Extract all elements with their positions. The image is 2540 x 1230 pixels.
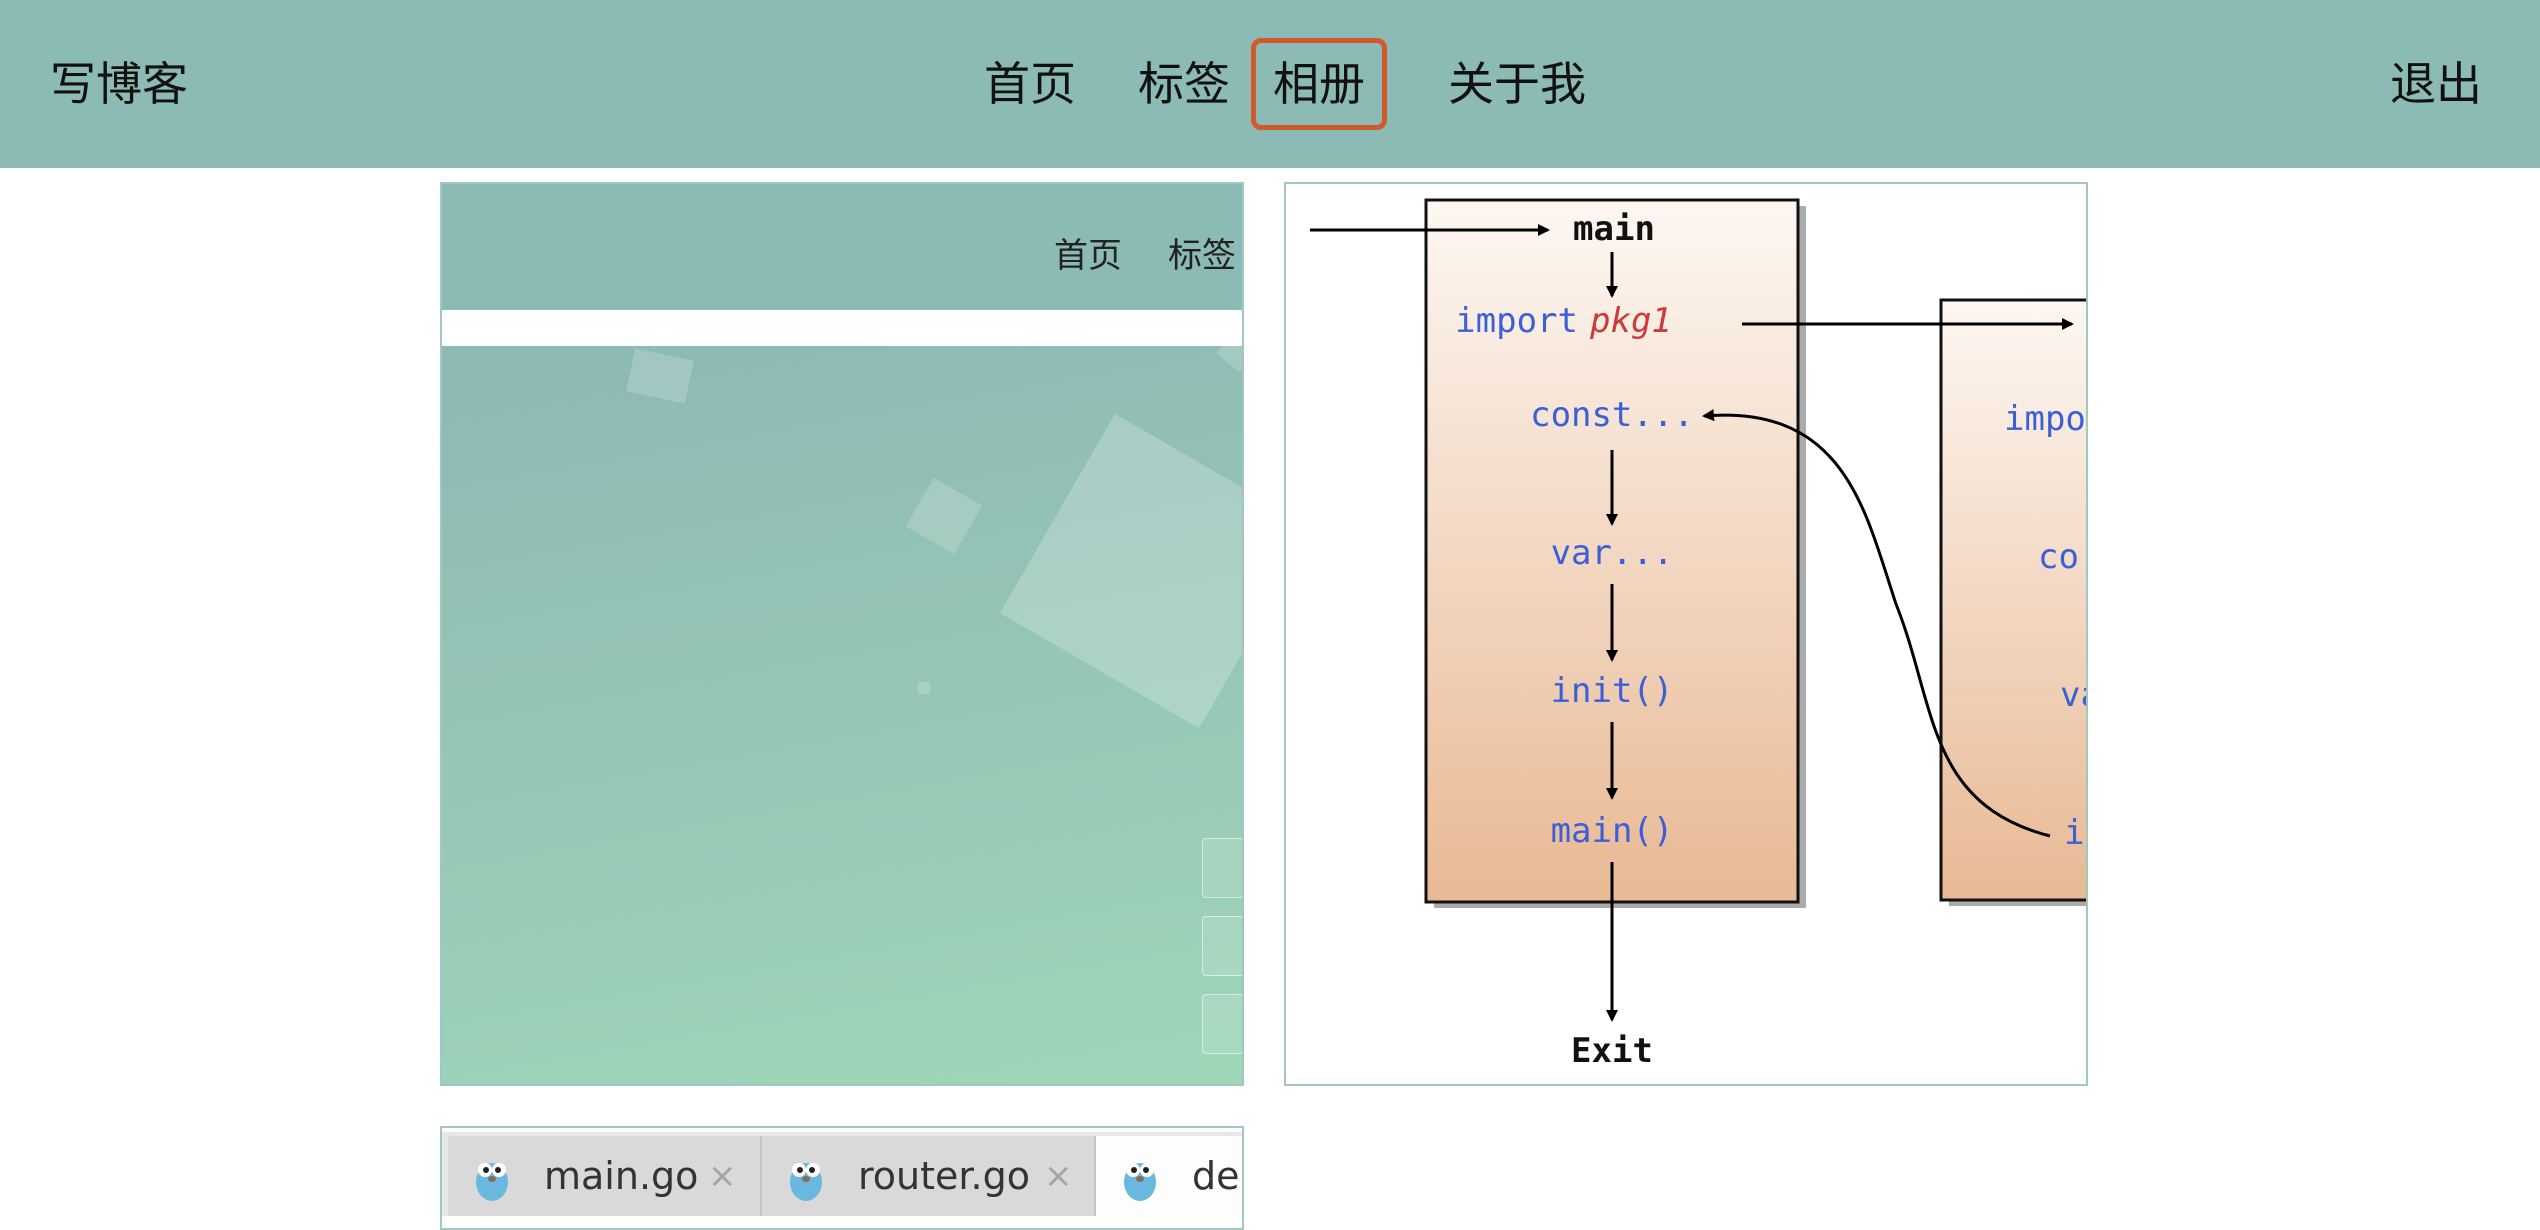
pkg1-const-label: co <box>2038 537 2079 577</box>
photo-nav-tags: 标签 <box>1168 236 1236 276</box>
gopher-icon <box>1124 1163 1156 1201</box>
gopher-icon <box>476 1163 508 1201</box>
nav-about-link[interactable]: 关于我 <box>1448 57 1586 111</box>
pkg1-box <box>1939 298 2086 902</box>
photo-divider-strip <box>442 310 1242 346</box>
top-navbar: 写博客 首页 标签 相册 关于我 退出 <box>0 0 2540 168</box>
diagram-pkg1-label: pkg1 <box>1589 301 1672 341</box>
close-icon: × <box>708 1156 737 1196</box>
gopher-icon <box>790 1163 822 1201</box>
photo-nav-home: 首页 <box>1054 236 1122 276</box>
logout-link[interactable]: 退出 <box>2390 57 2482 111</box>
diagram-main-func-label: main() <box>1551 811 1674 851</box>
diagram-import-label: import <box>1455 301 1578 341</box>
album-photo-card[interactable]: main import pkg1 const... var... init() … <box>1284 182 2088 1086</box>
decor-square <box>905 477 983 555</box>
decor-square <box>999 413 1242 729</box>
editor-tab-active: de <box>1096 1136 1242 1216</box>
diagram-const-label: const... <box>1530 395 1694 435</box>
decor-square <box>626 348 694 404</box>
decor-square <box>918 682 930 694</box>
album-photo-card[interactable]: 首页 标签 <box>440 182 1244 1086</box>
diagram-init-label: init() <box>1551 671 1674 711</box>
go-init-diagram: main import pkg1 const... var... init() … <box>1310 198 2088 1071</box>
photo-side-button <box>1202 838 1242 898</box>
editor-tab-label: router.go <box>858 1154 1030 1198</box>
diagram-exit-label: Exit <box>1571 1031 1653 1071</box>
editor-tab-label: main.go <box>544 1154 699 1198</box>
editor-tab-main: main.go × <box>448 1136 762 1216</box>
diagram-var-label: var... <box>1551 533 1674 573</box>
photo-hero-background <box>442 346 1242 1084</box>
pkg1-import-label: impo <box>2004 399 2086 439</box>
close-icon: × <box>1044 1156 1073 1196</box>
nav-tags-link[interactable]: 标签 <box>1138 57 1230 111</box>
album-photo-card[interactable]: main.go × router.go × de <box>440 1126 1244 1230</box>
decor-square <box>1215 346 1242 373</box>
editor-tab-router: router.go × <box>762 1136 1096 1216</box>
editor-tab-label: de <box>1192 1154 1240 1198</box>
photo-side-button <box>1202 916 1242 976</box>
nav-home-link[interactable]: 首页 <box>984 57 1076 111</box>
pkg1-var-label: va <box>2060 675 2088 715</box>
nav-album-link[interactable]: 相册 <box>1251 38 1387 130</box>
photo-side-button <box>1202 994 1242 1054</box>
pkg1-init-label: i <box>2064 813 2084 853</box>
photo-blog-header: 首页 标签 <box>442 184 1242 310</box>
editor-tabbar: main.go × router.go × de <box>442 1132 1242 1216</box>
return-arrow <box>1702 409 2051 838</box>
write-blog-link[interactable]: 写博客 <box>50 57 188 111</box>
diagram-main-label: main <box>1573 209 1655 249</box>
